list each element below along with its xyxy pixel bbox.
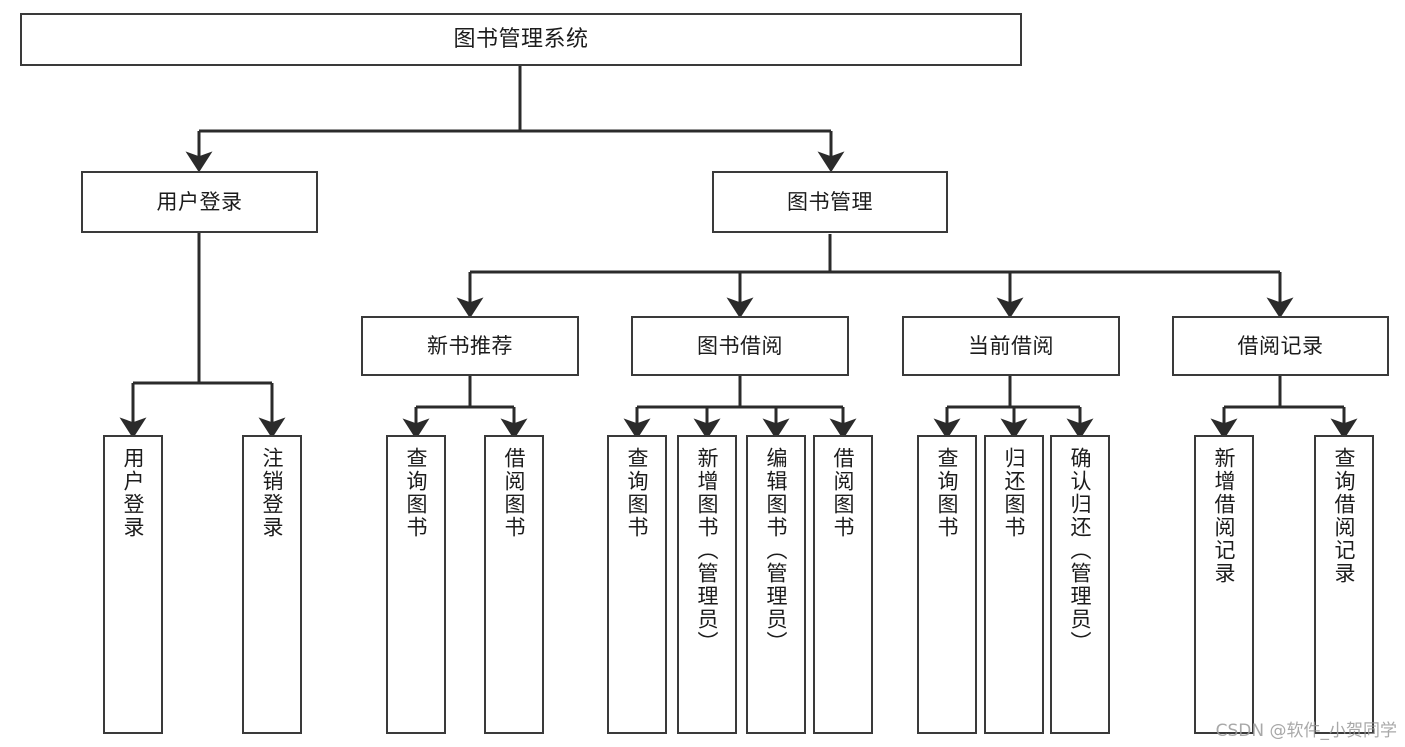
node-label: 查询图书 bbox=[625, 447, 650, 539]
node-root-book-management-system[interactable]: 图书管理系统 bbox=[20, 13, 1022, 66]
node-label: 当前借阅 bbox=[968, 333, 1054, 358]
node-label: 用户登录 bbox=[121, 447, 146, 539]
node-label: 确认归还（管理员） bbox=[1068, 447, 1093, 654]
node-new-book-recommend[interactable]: 新书推荐 bbox=[361, 316, 579, 376]
node-leaf-query-book-borrow[interactable]: 查询图书 bbox=[607, 435, 667, 734]
node-label: 查询图书 bbox=[404, 447, 429, 539]
node-label: 借阅图书 bbox=[831, 447, 856, 539]
node-user-login[interactable]: 用户登录 bbox=[81, 171, 318, 233]
node-label: 借阅记录 bbox=[1237, 333, 1324, 358]
node-label: 查询借阅记录 bbox=[1332, 447, 1357, 585]
node-label: 图书管理系统 bbox=[453, 26, 589, 52]
node-leaf-borrow-book[interactable]: 借阅图书 bbox=[813, 435, 873, 734]
node-current-borrow[interactable]: 当前借阅 bbox=[902, 316, 1120, 376]
node-leaf-query-borrow-record[interactable]: 查询借阅记录 bbox=[1314, 435, 1374, 734]
csdn-watermark: CSDN @软件_小贺同学 bbox=[1215, 721, 1397, 741]
node-label: 借阅图书 bbox=[502, 447, 527, 539]
node-label: 编辑图书（管理员） bbox=[764, 447, 789, 654]
node-leaf-user-login[interactable]: 用户登录 bbox=[103, 435, 163, 734]
node-label: 注销登录 bbox=[260, 447, 285, 539]
node-label: 图书管理 bbox=[787, 189, 873, 214]
node-leaf-return-book[interactable]: 归还图书 bbox=[984, 435, 1044, 734]
node-leaf-query-book-recommend[interactable]: 查询图书 bbox=[386, 435, 446, 734]
node-label: 查询图书 bbox=[935, 447, 960, 539]
node-leaf-borrow-book-recommend[interactable]: 借阅图书 bbox=[484, 435, 544, 734]
node-leaf-edit-book[interactable]: 编辑图书（管理员） bbox=[746, 435, 806, 734]
node-label: 新增图书（管理员） bbox=[695, 447, 720, 654]
node-leaf-add-borrow-record[interactable]: 新增借阅记录 bbox=[1194, 435, 1254, 734]
node-label: 用户登录 bbox=[156, 189, 243, 214]
node-leaf-confirm-return[interactable]: 确认归还（管理员） bbox=[1050, 435, 1110, 734]
node-book-borrow[interactable]: 图书借阅 bbox=[631, 316, 849, 376]
node-label: 新书推荐 bbox=[427, 333, 513, 358]
node-book-management[interactable]: 图书管理 bbox=[712, 171, 948, 233]
node-leaf-logout-login[interactable]: 注销登录 bbox=[242, 435, 302, 734]
node-label: 新增借阅记录 bbox=[1212, 447, 1237, 585]
node-borrow-record[interactable]: 借阅记录 bbox=[1172, 316, 1389, 376]
node-label: 归还图书 bbox=[1002, 447, 1027, 539]
node-leaf-add-book[interactable]: 新增图书（管理员） bbox=[677, 435, 737, 734]
node-leaf-query-book-current[interactable]: 查询图书 bbox=[917, 435, 977, 734]
node-label: 图书借阅 bbox=[697, 333, 783, 358]
